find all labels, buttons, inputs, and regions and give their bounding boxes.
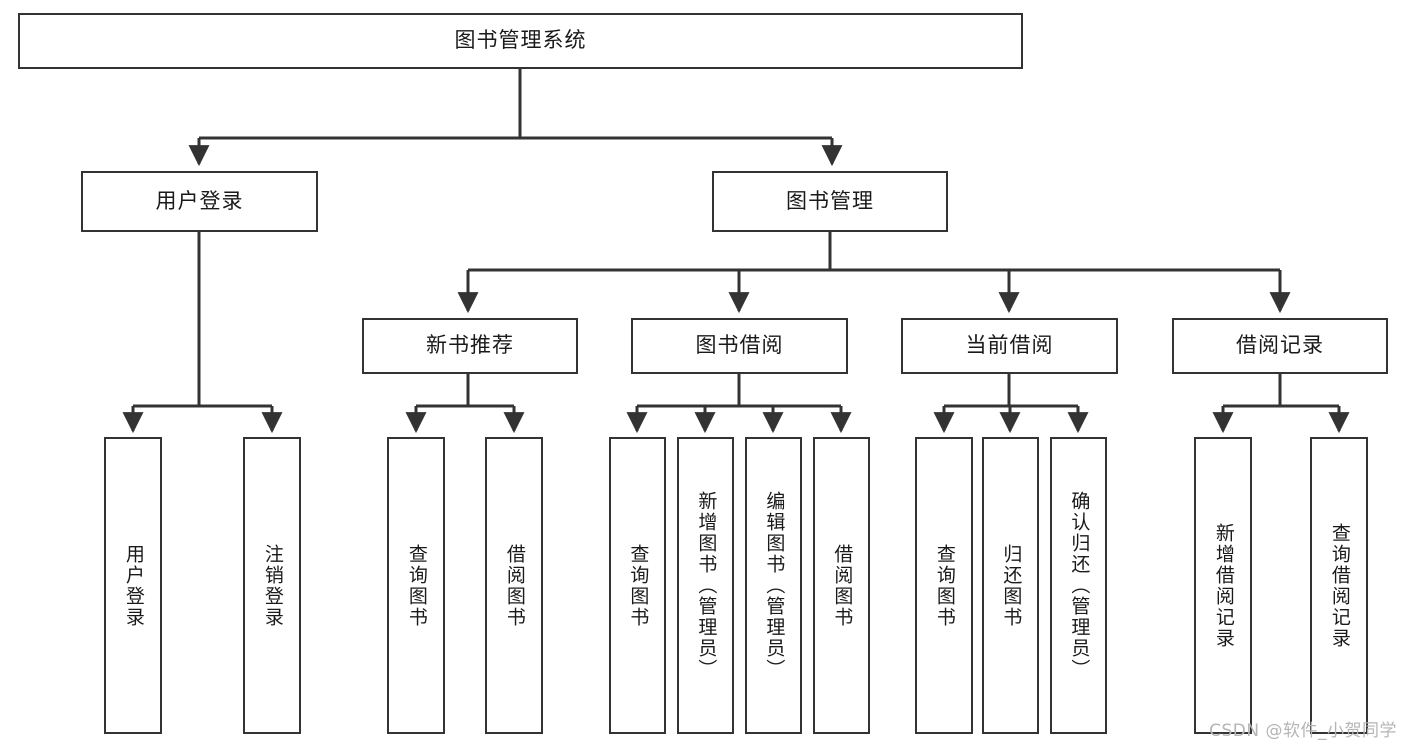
node-root[interactable]: 图书管理系统 [18,13,1023,69]
node-user-login-label: 用户登录 [155,188,244,213]
node-book-borrow[interactable]: 图书借阅 [631,318,848,374]
node-leaf-query-book-2-label: 查询图书 [627,543,650,628]
node-user-login[interactable]: 用户登录 [81,171,318,232]
node-leaf-add-book-admin[interactable]: 新增图书（管理员） [677,437,734,734]
node-book-borrow-label: 图书借阅 [695,333,784,358]
node-leaf-query-book-3-label: 查询图书 [933,543,956,628]
node-leaf-borrow-book-1[interactable]: 借阅图书 [485,437,543,734]
node-leaf-add-borrow-record-label: 新增借阅记录 [1212,522,1235,649]
node-leaf-query-borrow-record-label: 查询借阅记录 [1328,522,1351,649]
node-leaf-return-book[interactable]: 归还图书 [982,437,1039,734]
node-leaf-borrow-book-1-label: 借阅图书 [503,543,526,628]
node-leaf-user-login[interactable]: 用户登录 [104,437,162,734]
node-borrow-record[interactable]: 借阅记录 [1172,318,1388,374]
node-book-manage[interactable]: 图书管理 [712,171,948,232]
node-new-book-recommend[interactable]: 新书推荐 [362,318,578,374]
node-leaf-confirm-return-admin[interactable]: 确认归还（管理员） [1050,437,1107,734]
csdn-watermark: CSDN @软件_小贺同学 [1209,721,1397,741]
node-leaf-user-logout[interactable]: 注销登录 [243,437,301,734]
node-leaf-user-login-label: 用户登录 [122,543,145,628]
node-leaf-user-logout-label: 注销登录 [261,543,284,628]
node-leaf-edit-book-admin-label: 编辑图书（管理员） [763,491,786,680]
node-new-book-recommend-label: 新书推荐 [426,333,514,358]
node-leaf-query-borrow-record[interactable]: 查询借阅记录 [1310,437,1368,734]
node-current-borrow[interactable]: 当前借阅 [901,318,1118,374]
node-leaf-borrow-book-2[interactable]: 借阅图书 [813,437,870,734]
node-root-label: 图书管理系统 [454,28,587,53]
node-book-manage-label: 图书管理 [786,188,874,213]
node-leaf-add-book-admin-label: 新增图书（管理员） [695,491,718,680]
node-leaf-return-book-label: 归还图书 [1000,543,1023,628]
node-borrow-record-label: 借阅记录 [1236,333,1324,358]
node-current-borrow-label: 当前借阅 [965,333,1054,358]
node-leaf-query-book-3[interactable]: 查询图书 [915,437,973,734]
node-leaf-add-borrow-record[interactable]: 新增借阅记录 [1194,437,1252,734]
node-leaf-query-book-2[interactable]: 查询图书 [609,437,666,734]
node-leaf-confirm-return-admin-label: 确认归还（管理员） [1068,491,1091,680]
node-leaf-query-book-1[interactable]: 查询图书 [387,437,445,734]
node-leaf-borrow-book-2-label: 借阅图书 [831,543,854,628]
node-leaf-edit-book-admin[interactable]: 编辑图书（管理员） [745,437,802,734]
node-leaf-query-book-1-label: 查询图书 [405,543,428,628]
